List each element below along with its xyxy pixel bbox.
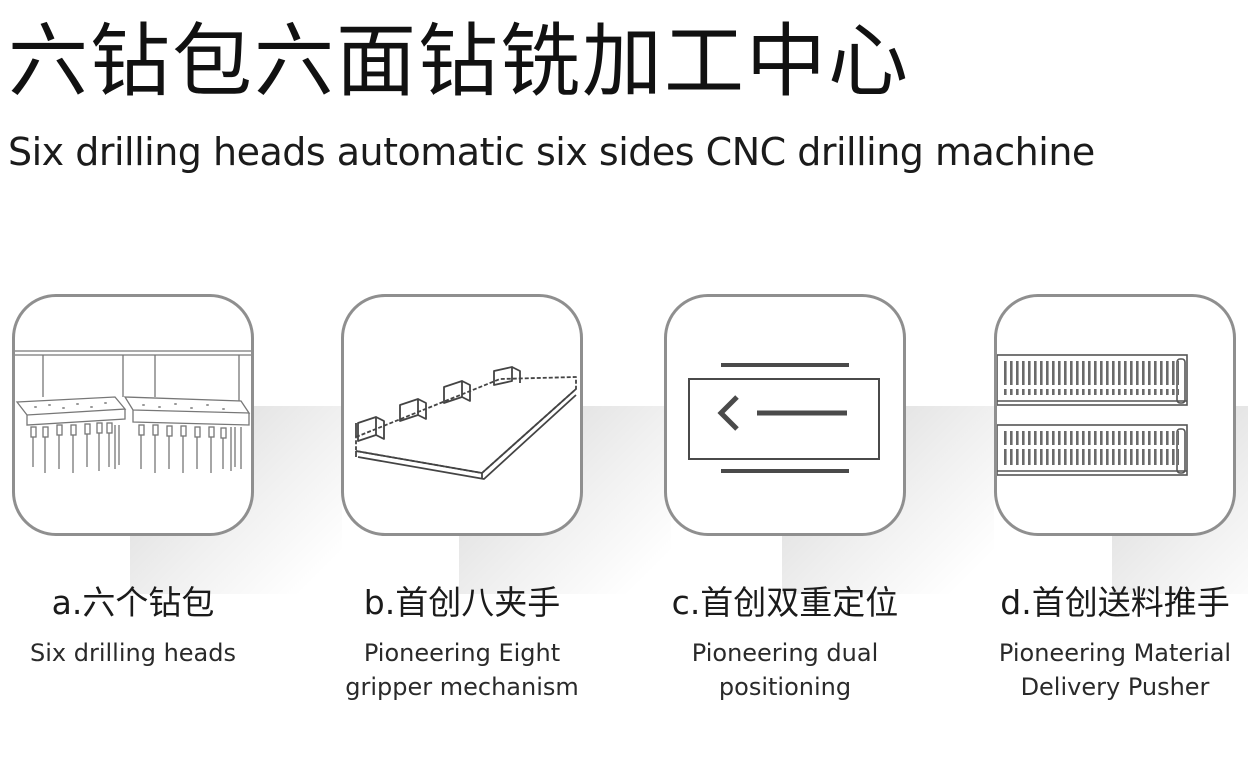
feature-gripper: b.首创八夹手 Pioneering Eight gripper mechani…	[341, 294, 671, 714]
drill-heads-icon	[15, 350, 251, 473]
feature-dual-positioning: c.首创双重定位 Pioneering dual positioning	[664, 294, 994, 714]
page-title: 六钻包六面钻铣加工中心	[8, 15, 910, 108]
feature-drilling-heads: a.六个钻包 Six drilling heads	[12, 294, 342, 714]
feature-card	[994, 294, 1236, 536]
feature-description: Pioneering Eight gripper mechanism	[345, 639, 579, 701]
feature-label: c.首创双重定位	[671, 583, 899, 622]
feature-card	[12, 294, 254, 536]
feature-description: Six drilling heads	[29, 639, 236, 667]
feature-label: b.首创八夹手	[363, 583, 561, 622]
dual-positioning-icon	[688, 363, 880, 473]
feature-description: Pioneering Material Delivery Pusher	[998, 639, 1232, 701]
gripper-icon	[355, 366, 577, 480]
feature-card	[341, 294, 583, 536]
pusher-icon	[997, 354, 1188, 476]
feature-pusher: d.首创送料推手 Pioneering Material Delivery Pu…	[994, 294, 1248, 714]
feature-description: Pioneering dual positioning	[691, 639, 879, 701]
feature-label: d.首创送料推手	[1000, 583, 1230, 622]
feature-card	[664, 294, 906, 536]
page-subtitle: Six drilling heads automatic six sides C…	[8, 130, 1095, 174]
feature-label: a.六个钻包	[51, 583, 215, 622]
